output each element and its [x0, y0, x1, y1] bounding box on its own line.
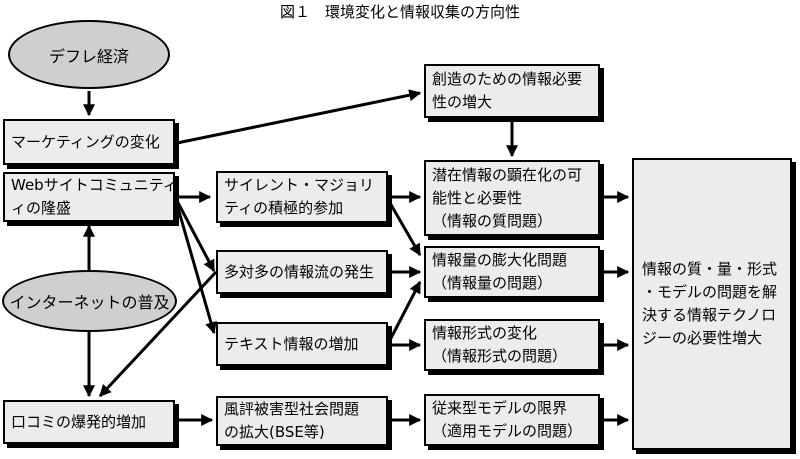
- arrow-silent-majority-to-info-volume: [388, 202, 422, 257]
- arrow-marketing-to-creation-need: [176, 89, 422, 145]
- web-community-node: Webサイトコミュニティ ィの隆盛: [3, 172, 178, 222]
- info-volume-line-2: （情報量の問題）: [432, 274, 553, 292]
- silent-majority-line-1: サイレント・マジョリ: [224, 176, 375, 194]
- text-increase-label: テキスト情報の増加: [224, 334, 359, 353]
- silent-majority-line-2: ティの積極的参加: [224, 199, 344, 217]
- latent-info-line-2: 能性と必要性: [432, 188, 523, 207]
- rumor-damage-line-2: の拡大(BSE等): [224, 423, 325, 441]
- deflation-node: デフレ経済: [8, 20, 170, 89]
- many-to-many-node: 多対多の情報流の発生: [216, 250, 388, 294]
- marketing-change-label: マーケティングの変化: [11, 132, 160, 151]
- model-limit-line-1: 従来型モデルの限界: [432, 399, 568, 417]
- arrow-text-increase-to-info-volume: [388, 280, 422, 341]
- word-of-mouth-node: 口コミの爆発的増加: [3, 400, 175, 444]
- tech-need-line-4: ジーの必要性増大: [642, 329, 763, 347]
- info-format-line-2: （情報形式の問題）: [432, 347, 568, 365]
- internet-label: インターネットの普及: [9, 293, 170, 312]
- arrow-web-to-text-increase: [174, 200, 217, 335]
- latent-info-node: 潜在情報の顕在化の可 能性と必要性 （情報の質問題）: [424, 160, 600, 236]
- info-volume-node: 情報量の膨大化問題 （情報量の問題）: [424, 246, 600, 298]
- web-community-line-1: Webサイトコミュニティ: [11, 176, 178, 194]
- info-volume-line-1: 情報量の膨大化問題: [432, 251, 568, 269]
- word-of-mouth-label: 口コミの爆発的増加: [11, 412, 147, 431]
- tech-need-line-2: ・モデルの問題を解: [642, 283, 778, 301]
- deflation-label: デフレ経済: [48, 46, 129, 66]
- model-limit-node: 従来型モデルの限界 （適用モデルの問題）: [424, 394, 600, 446]
- arrow-many-to-many-to-word-of-mouth: [98, 270, 218, 398]
- rumor-damage-node: 風評被害型社会問題 の拡大(BSE等): [216, 396, 388, 446]
- figure-title: 図１ 環境変化と情報収集の方向性: [279, 3, 520, 21]
- silent-majority-node: サイレント・マジョリ ティの積極的参加: [216, 171, 388, 223]
- many-to-many-label: 多対多の情報流の発生: [224, 262, 375, 281]
- web-community-line-2: ィの隆盛: [11, 199, 72, 217]
- text-increase-node: テキスト情報の増加: [216, 322, 388, 366]
- info-format-node: 情報形式の変化 （情報形式の問題）: [424, 319, 600, 371]
- marketing-change-node: マーケティングの変化: [3, 119, 175, 165]
- tech-need-line-1: 情報の質・量・形式: [642, 260, 778, 278]
- latent-info-line-1: 潜在情報の顕在化の可: [432, 165, 583, 184]
- rumor-damage-line-1: 風評被害型社会問題: [224, 400, 360, 418]
- tech-need-node: 情報の質・量・形式 ・モデルの問題を解 決する情報テクノロ ジーの必要性増大: [632, 158, 792, 450]
- latent-info-line-3: （情報の質問題）: [432, 211, 553, 230]
- arrow-web-to-many-to-many: [174, 198, 216, 273]
- info-format-line-1: 情報形式の変化: [432, 324, 538, 342]
- model-limit-line-2: （適用モデルの問題）: [432, 422, 583, 440]
- creation-need-line-2: 性の増大: [432, 93, 493, 111]
- creation-need-line-1: 創造のための情報必要: [432, 70, 583, 88]
- internet-node: インターネットの普及: [2, 270, 177, 332]
- creation-need-node: 創造のための情報必要 性の増大: [424, 64, 600, 118]
- tech-need-line-3: 決する情報テクノロ: [642, 306, 777, 324]
